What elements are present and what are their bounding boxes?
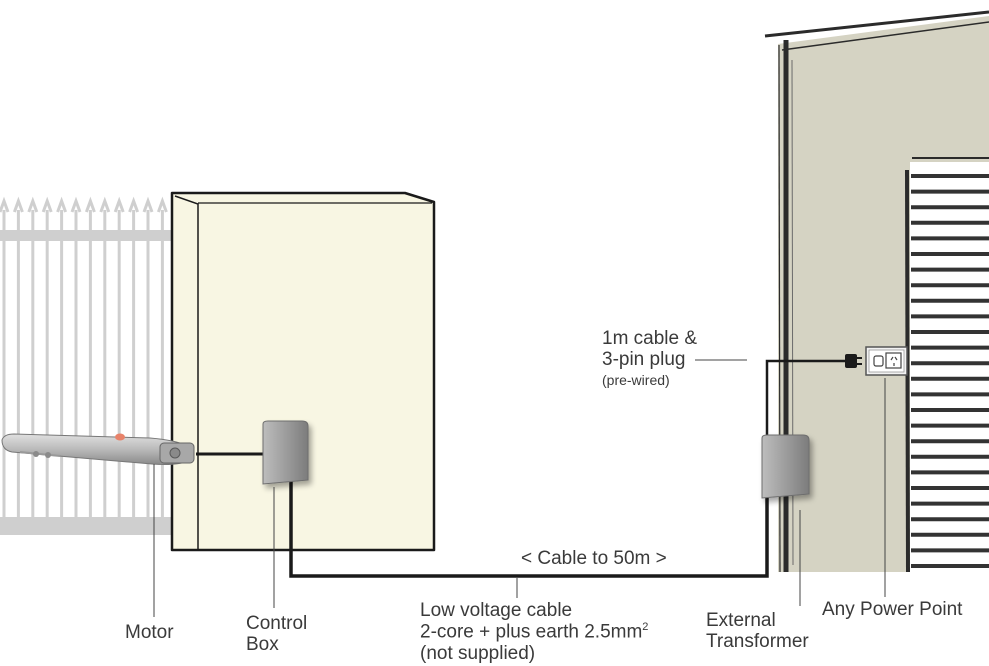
power-point [865, 346, 908, 376]
motor-label: Motor [125, 622, 174, 643]
three-pin-plug [845, 354, 862, 368]
gate-picket [99, 196, 111, 530]
control-box [262, 420, 309, 485]
cable-run-label: < Cable to 50m > [521, 548, 667, 569]
plug-label-line1: 1m cable & [602, 328, 698, 349]
power-point-label: Any Power Point [822, 599, 963, 620]
low-voltage-line1: Low voltage cable [420, 600, 573, 621]
gate-picket [0, 196, 10, 530]
transformer-label: External Transformer [706, 610, 809, 653]
gate-picket [84, 196, 96, 530]
transformer-label-line1: External [706, 610, 776, 631]
gate [0, 196, 186, 535]
gate-picket [128, 196, 140, 530]
low-voltage-line2-text: 2-core + plus earth 2.5mm [420, 621, 643, 643]
control-box-label-line2: Box [246, 634, 279, 656]
control-box-label-line1: Control [246, 613, 308, 634]
gate-picket [142, 196, 154, 530]
low-voltage-line3: (not supplied) [420, 642, 536, 664]
motor-arm [1, 433, 195, 465]
transformer-label-line2: Transformer [706, 631, 809, 653]
roller-door [905, 157, 989, 573]
cables [196, 359, 845, 578]
gate-picket [156, 196, 168, 530]
plug-label-line3: (pre-wired) [602, 371, 670, 388]
gate-picket [27, 196, 39, 530]
plug-label: 1m cable & 3-pin plug (pre-wired) [602, 328, 697, 388]
low-voltage-cable-label: Low voltage cable 2-core + plus earth 2.… [420, 600, 648, 664]
gate-picket [70, 196, 82, 530]
gate-picket [41, 196, 53, 530]
pillar [170, 191, 436, 552]
gate-picket [56, 196, 68, 530]
control-box-label: Control Box [246, 613, 307, 656]
low-voltage-superscript: 2 [642, 621, 649, 634]
gate-picket [113, 196, 125, 530]
gate-picket [12, 196, 24, 530]
plug-label-line2: 3-pin plug [602, 349, 686, 371]
external-transformer [761, 434, 810, 499]
leader-lines [153, 359, 886, 617]
low-voltage-line2: 2-core + plus earth 2.5mm2 [420, 621, 648, 643]
